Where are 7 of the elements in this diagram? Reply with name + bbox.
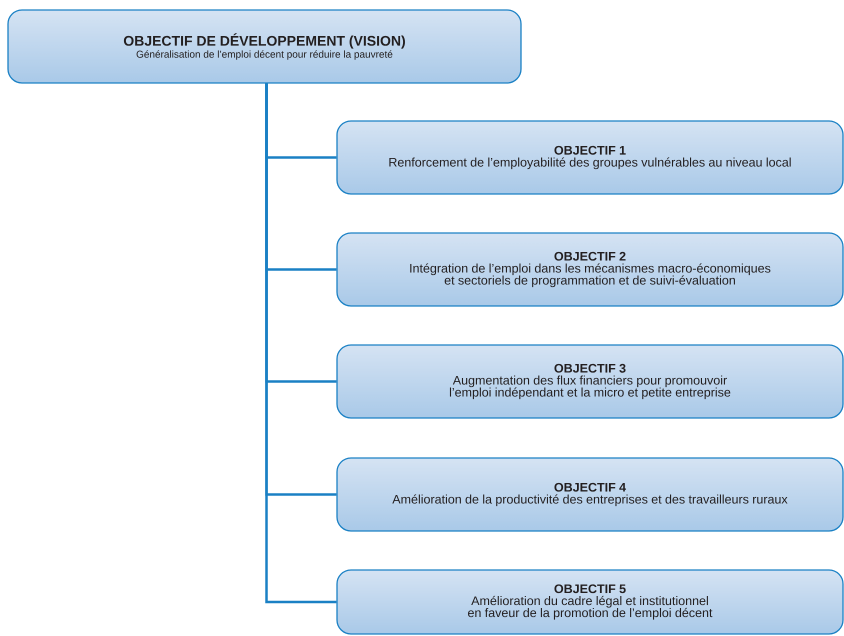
process-box: OBJECTIF 2 Intégration de l’emploi dans les mécanismes macro-économiques et sectoriels de programmation et de suivi-évaluation xyxy=(336,232,844,307)
process-box: OBJECTIF DE DÉVELOPPEMENT (VISION) Généralisation de l’emploi décent pour réduire la pauvreté xyxy=(7,9,522,84)
connector xyxy=(265,84,336,604)
process-box: OBJECTIF 4 Amélioration de la productivité des entreprises et des travailleurs ruraux xyxy=(336,457,844,532)
process-box: OBJECTIF 3 Augmentation des flux financiers pour promouvoir l’emploi indépendant et la micro et petite entreprise xyxy=(336,344,844,419)
process-box: OBJECTIF 5 Amélioration du cadre légal et institutionnel en faveur de la promotion de l’emploi décent xyxy=(336,569,844,635)
process-box: OBJECTIF 1 Renforcement de l’employabilité des groupes vulnérables au niveau local xyxy=(336,120,844,195)
